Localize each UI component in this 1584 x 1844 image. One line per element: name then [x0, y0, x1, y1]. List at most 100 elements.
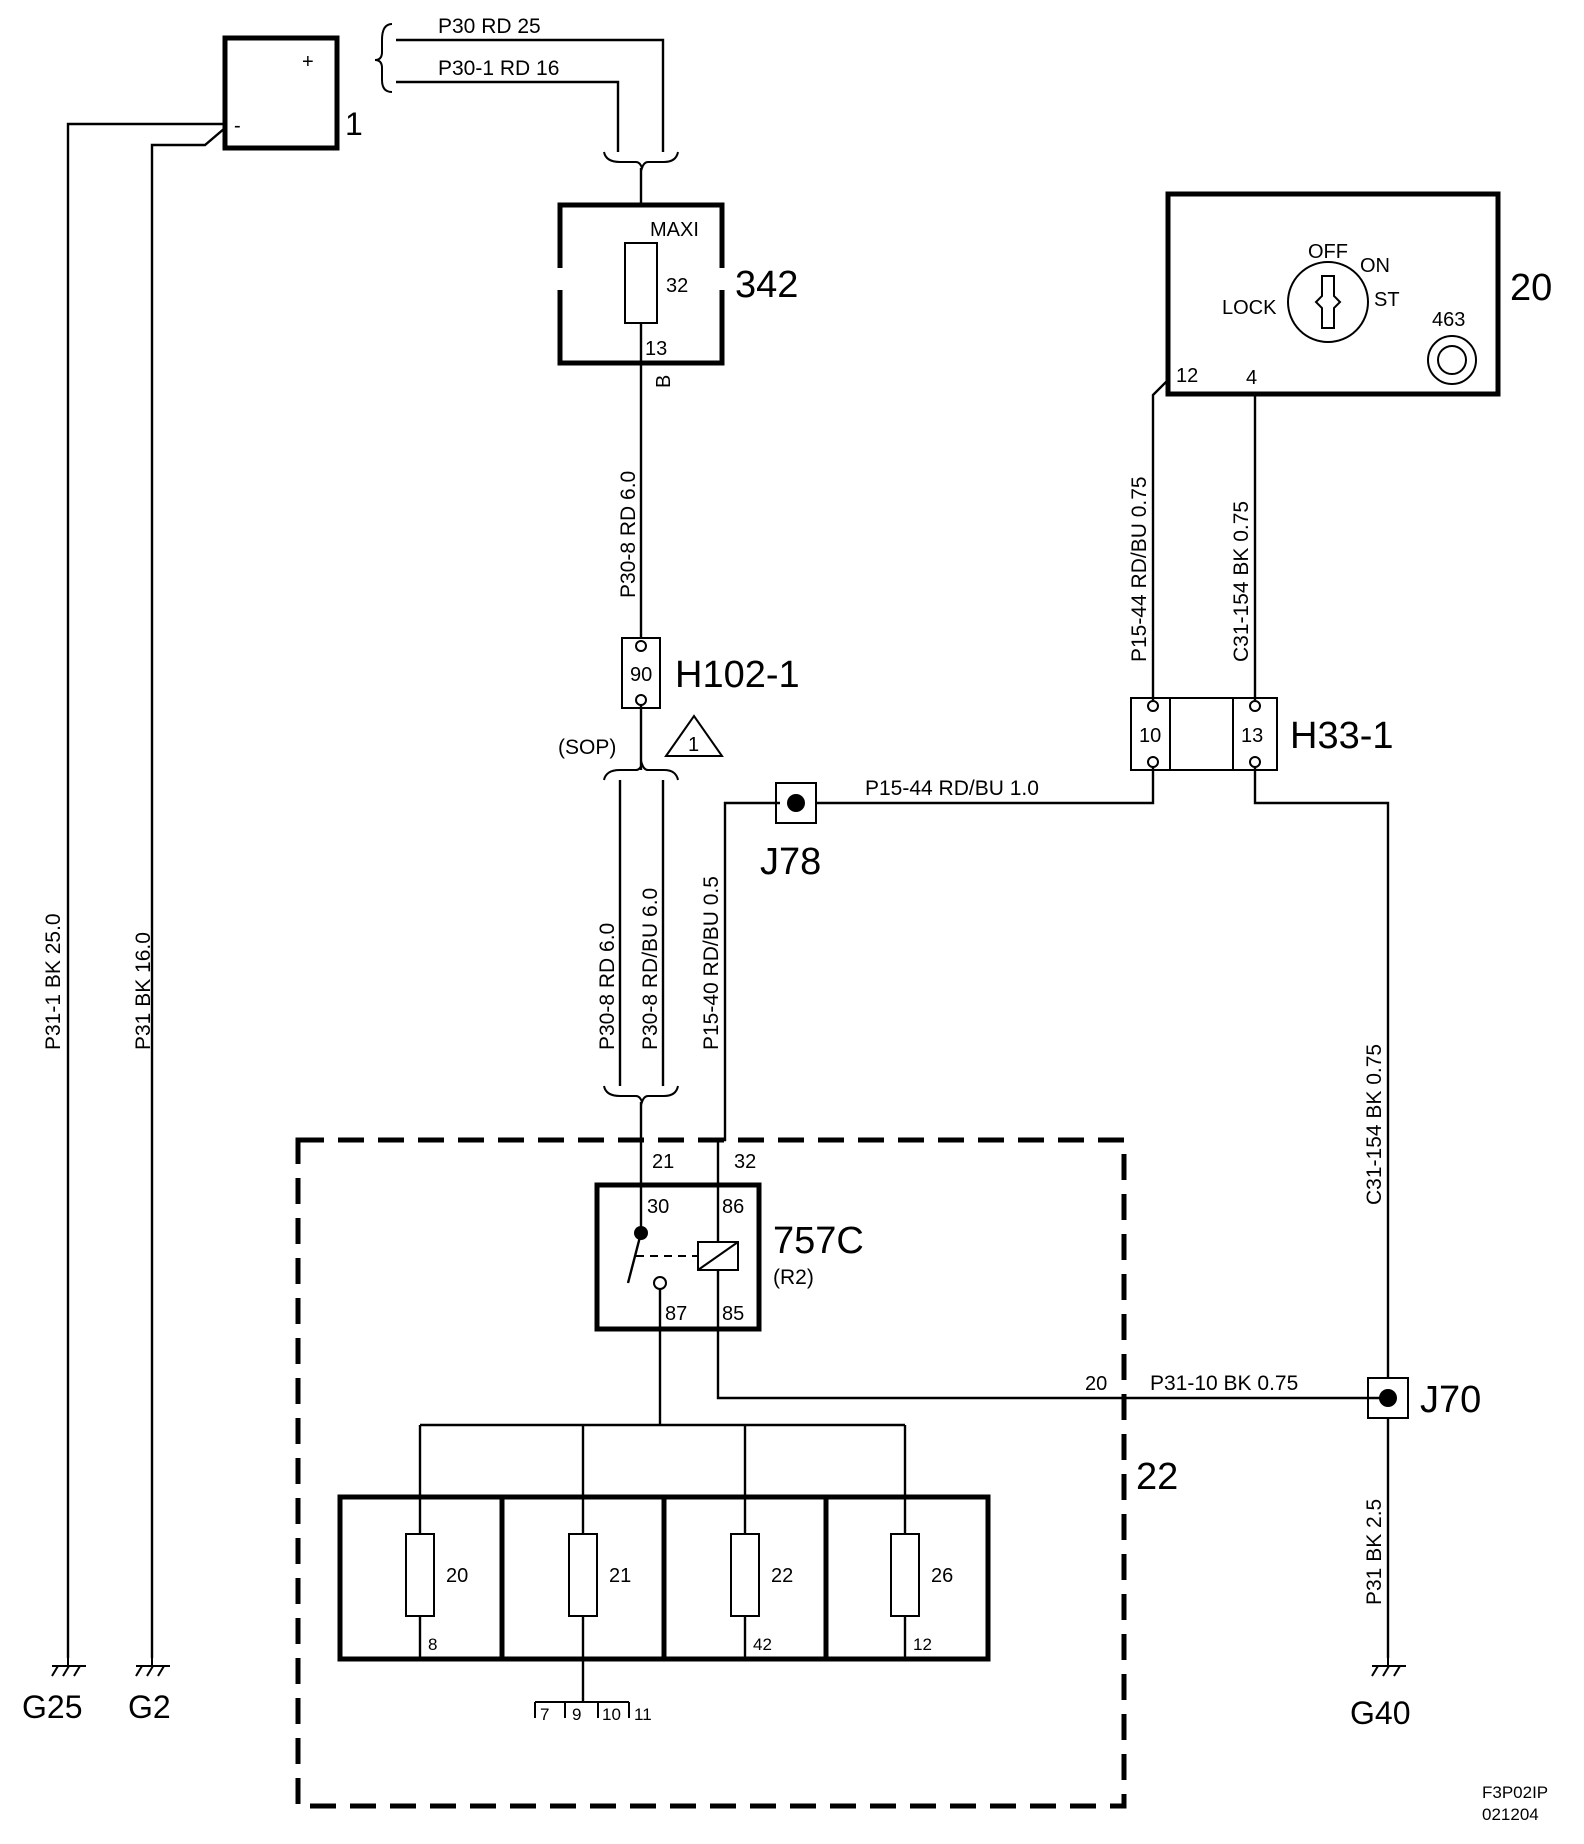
fuse-26-pin: 12: [913, 1635, 932, 1654]
switch-st: ST: [1374, 289, 1400, 311]
h33-pin-10: 10: [1139, 725, 1161, 747]
ground-symbol-g40: [1371, 1658, 1406, 1677]
fuse-21-number: 21: [609, 1565, 631, 1587]
fusebox-pin-32: 32: [734, 1151, 756, 1173]
fuse-22: 22 42: [730, 1497, 793, 1659]
relay-pin-85: 85: [722, 1303, 744, 1325]
fuse-26-number: 26: [931, 1565, 953, 1587]
maxi-pin: 13: [645, 338, 667, 360]
switch-sub-id: 463: [1432, 309, 1465, 331]
splice-j70: J70: [1367, 1377, 1481, 1421]
wire-label-p30-8-rd: P30-8 RD 6.0: [596, 923, 619, 1050]
switch-lock: LOCK: [1222, 297, 1277, 319]
ground-label-g40: G40: [1350, 1695, 1410, 1731]
fusebox-pin-21: 21: [652, 1151, 674, 1173]
wire-label-p30-8-rdbu: P30-8 RD/BU 6.0: [639, 888, 662, 1050]
wire-label-p30-rd-25: P30 RD 25: [438, 15, 541, 38]
wire-p31-bk: [150, 127, 226, 1658]
wire-label-c31-154-r: C31-154 BK 0.75: [1363, 1044, 1386, 1205]
wire-p15-44-v: [1151, 379, 1169, 700]
battery-minus: -: [234, 115, 241, 137]
footer-date: 021204: [1482, 1805, 1539, 1824]
battery-plus-brace: [374, 23, 393, 93]
fusebox-outline: [295, 1137, 1127, 1809]
wire-p15-40: [716, 801, 780, 1185]
switch-on: ON: [1360, 255, 1390, 277]
wire-p31-1-bk: [66, 122, 225, 1658]
relay-id: 757C: [773, 1220, 864, 1262]
fuse-20-number: 20: [446, 1565, 468, 1587]
wire-label-p31: P31 BK 16.0: [132, 932, 155, 1050]
fuse-21: 21: [568, 1497, 631, 1702]
maxi-fuse-342: MAXI 32 13 342 B: [552, 202, 798, 388]
wire-label-p31-10: P31-10 BK 0.75: [1150, 1372, 1298, 1395]
splice-j78: J78: [760, 782, 821, 883]
fuse-26: 26 12: [890, 1497, 953, 1659]
wire-p30-1-rd-16: [396, 80, 620, 152]
relay-pin-87: 87: [665, 1303, 687, 1325]
bottom-pin-10: 10: [602, 1705, 621, 1724]
wire-relay-85-ground: [716, 1270, 1388, 1400]
relay-switch-arm: [626, 1232, 643, 1284]
relay-pin-30: 30: [647, 1196, 669, 1218]
connector-brace-top: [603, 151, 679, 172]
gear-icon: [1427, 335, 1477, 385]
maxi-id: 342: [735, 264, 798, 306]
battery-id: 1: [345, 106, 363, 142]
h102-id: H102-1: [675, 654, 800, 696]
warning-triangle: [664, 714, 724, 757]
maxi-fuse-number: 32: [666, 275, 688, 297]
relay-pin-86: 86: [722, 1196, 744, 1218]
battery-plus: +: [302, 51, 314, 73]
h33-box: [1130, 697, 1278, 771]
maxi-type: MAXI: [650, 219, 699, 241]
footer-code: F3P02IP: [1482, 1783, 1548, 1802]
bottom-pin-9: 9: [572, 1705, 581, 1724]
switch-pin-12: 12: [1176, 365, 1198, 387]
ground-symbol-g25: [51, 1658, 86, 1677]
fusebox-id: 22: [1136, 1456, 1178, 1498]
h102-pin: 90: [630, 664, 652, 686]
j78-id: J78: [760, 841, 821, 883]
switch-pin-4: 4: [1246, 367, 1257, 389]
bottom-pin-11: 11: [634, 1705, 652, 1724]
warning-number: 1: [688, 734, 699, 756]
h33-pin-13: 13: [1241, 725, 1263, 747]
wire-label-p15-44-h: P15-44 RD/BU 1.0: [865, 777, 1039, 800]
maxi-gap-right: [714, 268, 730, 290]
bottom-pin-7: 7: [540, 1705, 549, 1724]
maxi-gap-left: [552, 268, 568, 290]
h102-note: (SOP): [558, 736, 616, 759]
j70-id: J70: [1420, 1379, 1481, 1421]
h33-id: H33-1: [1290, 715, 1394, 757]
key-cylinder: [1287, 261, 1369, 343]
ground-symbol-g2: [135, 1658, 170, 1677]
fuse-20: 20 8: [405, 1497, 468, 1659]
switch-off: OFF: [1308, 241, 1348, 263]
fusebox-pin-20: 20: [1085, 1373, 1107, 1395]
wire-label-p31-bk: P31 BK 2.5: [1363, 1499, 1386, 1605]
wire-label-c31-154-v: C31-154 BK 0.75: [1230, 501, 1253, 662]
connector-brace-bottom: [603, 1085, 679, 1106]
wire-p15-44-h: [816, 766, 1155, 805]
connector-h33-1: 10 13 H33-1: [1130, 697, 1394, 771]
maxi-side: B: [653, 375, 675, 388]
ground-label-g25: G25: [22, 1689, 82, 1725]
connector-brace-mid: [603, 760, 679, 781]
fuse-22-pin: 42: [753, 1635, 772, 1654]
wire-label-p15-40: P15-40 RD/BU 0.5: [700, 876, 723, 1050]
fuse-20-pin: 8: [428, 1635, 437, 1654]
relay-757c: 30 86 87 85 757C (R2): [594, 1182, 864, 1332]
ground-label-g2: G2: [128, 1689, 171, 1725]
battery: + - 1: [222, 35, 363, 151]
wire-label-p30-8-top: P30-8 RD 6.0: [617, 471, 640, 598]
wire-label-p31-1: P31-1 BK 25.0: [42, 913, 65, 1050]
fuse-22-number: 22: [771, 1565, 793, 1587]
ignition-switch: OFF ON LOCK ST 463 12 4 20: [1165, 191, 1552, 397]
wire-p30-rd-25: [396, 38, 665, 152]
wire-c31-154-r: [1253, 766, 1390, 1378]
connector-h102-1: 90 H102-1 (SOP) 1: [558, 637, 800, 759]
wire-label-p30-1-rd-16: P30-1 RD 16: [438, 57, 559, 80]
battery-box: [222, 35, 340, 151]
